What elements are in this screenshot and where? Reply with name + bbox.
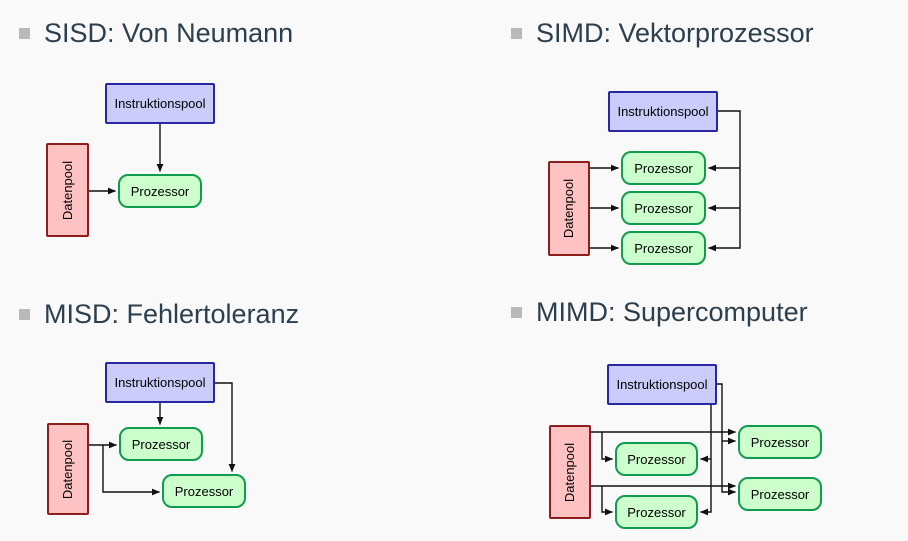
misd-data-pool-label: Datenpool <box>60 439 76 499</box>
simd-processor-box-1: Prozessor <box>621 151 706 185</box>
misd-instruction-pool-box: Instruktionspool <box>105 362 215 403</box>
sisd-instruction-pool-box: Instruktionspool <box>105 83 215 124</box>
simd-instruction-pool-box: Instruktionspool <box>608 91 718 132</box>
mimd-title: MIMD: Supercomputer <box>536 297 808 327</box>
simd-title: SIMD: Vektorprozessor <box>536 18 814 48</box>
mimd-processor-box-2: Prozessor <box>615 495 698 529</box>
bullet-icon <box>19 28 30 39</box>
bullet-icon <box>511 28 522 39</box>
mimd-data-pool-label: Datenpool <box>562 442 578 502</box>
heading-simd: SIMD: Vektorprozessor <box>511 18 814 49</box>
mimd-processor-box-3: Prozessor <box>738 425 822 459</box>
heading-mimd: MIMD: Supercomputer <box>511 297 808 328</box>
misd-title: MISD: Fehlertoleranz <box>44 299 300 329</box>
bullet-icon <box>19 309 30 320</box>
mimd-data-pool-box: Datenpool <box>549 425 591 519</box>
sisd-processor-box: Prozessor <box>118 174 202 208</box>
sisd-data-pool-label: Datenpool <box>60 160 75 220</box>
mimd-processor-box-1: Prozessor <box>615 442 698 476</box>
simd-processor-box-2: Prozessor <box>621 191 706 225</box>
mimd-processor-box-4: Prozessor <box>738 477 822 511</box>
simd-processor-box-3: Prozessor <box>621 231 706 265</box>
bullet-icon <box>511 307 522 318</box>
heading-misd: MISD: Fehlertoleranz <box>19 299 299 330</box>
misd-data-pool-box: Datenpool <box>47 423 89 515</box>
simd-data-pool-box: Datenpool <box>548 161 590 256</box>
misd-processor-box-1: Prozessor <box>119 427 203 461</box>
mimd-instruction-pool-box: Instruktionspool <box>607 364 717 405</box>
misd-processor-box-2: Prozessor <box>162 474 246 508</box>
sisd-data-pool-box: Datenpool <box>46 143 89 237</box>
simd-data-pool-label: Datenpool <box>561 178 577 239</box>
sisd-title: SISD: Von Neumann <box>44 18 294 48</box>
heading-sisd: SISD: Von Neumann <box>19 18 293 49</box>
